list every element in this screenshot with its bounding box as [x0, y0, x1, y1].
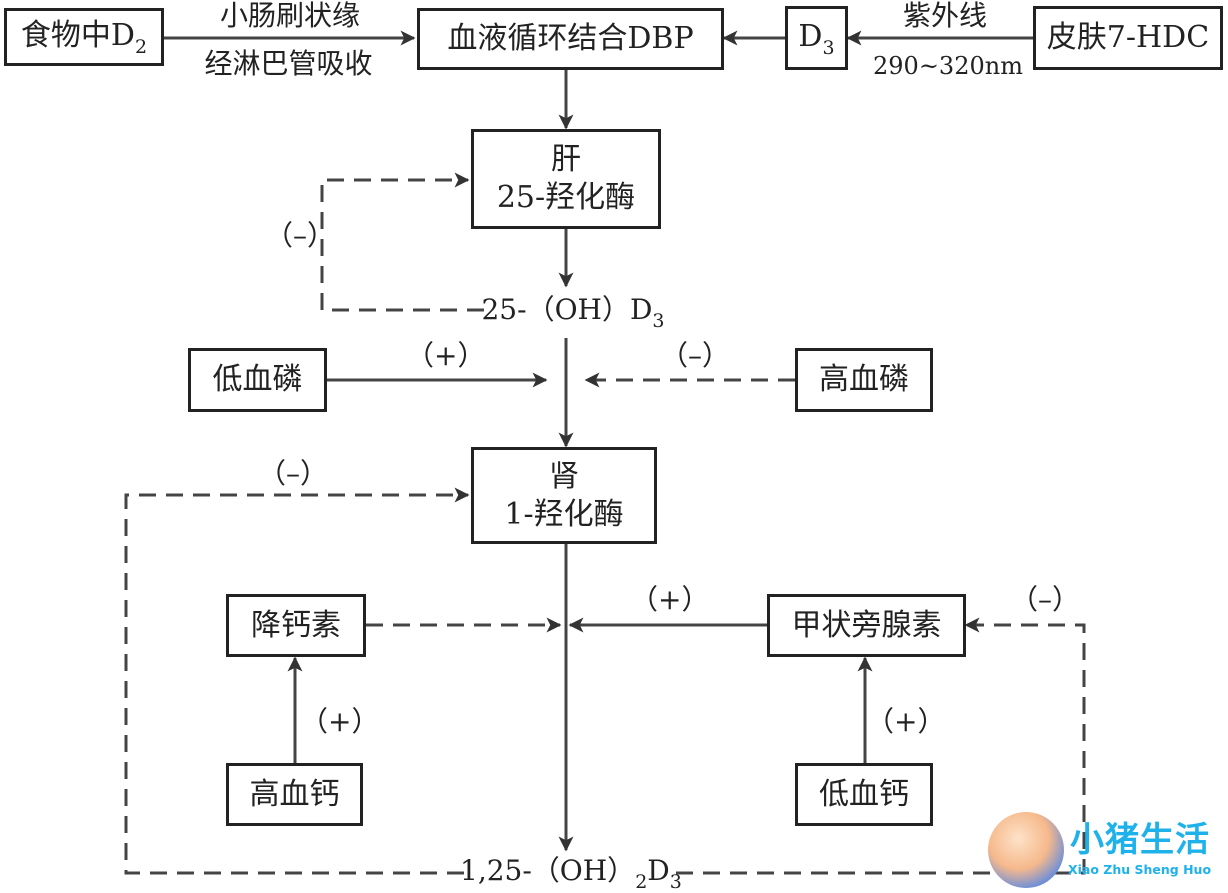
sign-high-phosphate: （–）	[660, 339, 731, 372]
node-blood-dbp: 血液循环结合DBP	[417, 8, 724, 70]
node-food-d2-sub: 2	[134, 35, 148, 58]
label-hydroxy-d3-prefix: 25-（OH）D	[481, 293, 653, 326]
node-low-calcium: 低血钙	[795, 763, 933, 826]
node-food-d2-text: 食物中D	[20, 17, 135, 53]
sign-high-calcium: （+）	[300, 705, 380, 738]
node-low-calcium-text: 低血钙	[819, 776, 909, 812]
label-dihydroxy-mid: D	[647, 854, 670, 887]
node-low-phosphate: 低血磷	[188, 348, 327, 412]
node-liver-line2: 25-羟化酶	[496, 180, 636, 215]
sign-pth-feedback: （–）	[1010, 583, 1081, 616]
node-kidney: 肾 1-羟化酶	[471, 447, 657, 544]
label-uv: 紫外线	[902, 0, 987, 32]
node-pth-text: 甲状旁腺素	[791, 607, 942, 643]
label-wavelength: 290~320nm	[873, 52, 1023, 80]
label-hydroxy-d3: 25-（OH）D3	[478, 293, 668, 333]
node-calcitonin: 降钙素	[226, 594, 366, 657]
sign-low-calcium: （+）	[866, 705, 946, 738]
node-kidney-line2: 1-羟化酶	[504, 496, 624, 532]
watermark-subtitle: Xiao Zhu Sheng Huo	[1068, 862, 1212, 877]
node-kidney-line1: 肾	[549, 458, 579, 494]
node-food-d2: 食物中D2	[4, 8, 164, 66]
sign-low-phosphate: （+）	[406, 339, 486, 372]
node-high-calcium-text: 高血钙	[249, 776, 340, 812]
node-d3: D3	[785, 6, 848, 70]
node-high-phosphate: 高血磷	[795, 348, 933, 412]
node-d3-sub: 3	[822, 36, 835, 59]
label-dihydroxy-sub2: 3	[669, 871, 682, 893]
sign-kidney-feedback: （–）	[258, 457, 329, 490]
pig-mascot-icon	[988, 812, 1064, 888]
node-liver: 肝 25-羟化酶	[471, 129, 661, 229]
label-intestine-bottom: 经淋巴管吸收	[204, 47, 373, 80]
sign-liver-feedback: （–）	[265, 219, 336, 252]
label-hydroxy-d3-sub: 3	[652, 310, 665, 332]
node-low-phosphate-text: 低血磷	[212, 362, 303, 397]
node-high-calcium: 高血钙	[226, 763, 363, 826]
node-blood-dbp-text: 血液循环结合DBP	[447, 21, 694, 56]
feedback-dihydroxy-to-kidney	[124, 487, 470, 875]
label-dihydroxy-d3: 1,25-（OH）2D3	[460, 854, 682, 893]
node-pth: 甲状旁腺素	[767, 594, 966, 657]
feedback-hydroxy-to-liver	[320, 172, 484, 312]
label-dihydroxy-sub1: 2	[635, 871, 648, 893]
watermark-title: 小猪生活	[1070, 820, 1210, 860]
label-dihydroxy-prefix: 1,25-（OH）	[460, 854, 636, 887]
label-intestine-top: 小肠刷状缘	[219, 0, 360, 32]
sign-pth: （+）	[630, 583, 710, 616]
watermark-logo: 小猪生活 Xiao Zhu Sheng Huo	[988, 808, 1224, 890]
node-calcitonin-text: 降钙素	[251, 607, 341, 643]
node-liver-line1: 肝	[551, 142, 581, 177]
node-high-phosphate-text: 高血磷	[819, 362, 909, 397]
node-skin-7hdc: 皮肤7-HDC	[1033, 6, 1223, 70]
feedback-dihydroxy-to-pth	[676, 617, 1086, 875]
node-d3-text: D	[798, 18, 823, 54]
node-skin-7hdc-text: 皮肤7-HDC	[1046, 20, 1210, 55]
